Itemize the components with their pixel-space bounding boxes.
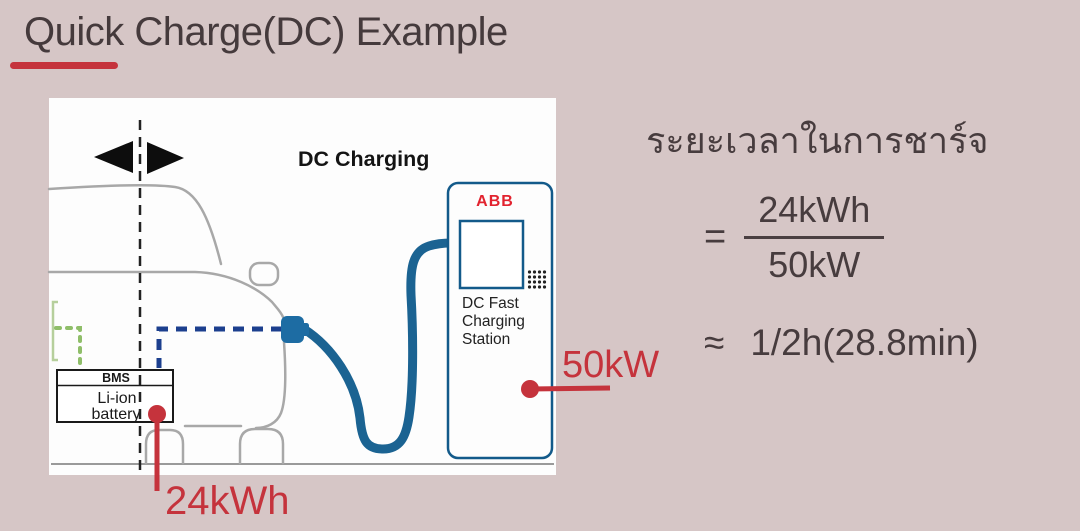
equals-sign: = — [704, 216, 727, 258]
station-power-label: 50kW — [562, 344, 659, 386]
car-hood-line — [47, 270, 285, 319]
charging-connector — [281, 316, 309, 343]
rear-wheel-arch — [144, 428, 185, 465]
diagram-heading: DC Charging — [298, 147, 429, 171]
charging-time-equation: = 24kWh 50kW — [704, 189, 885, 286]
station-screen — [458, 219, 525, 290]
station-label-line1: DC Fast — [462, 295, 520, 312]
approx-sign: ≈ — [704, 322, 725, 363]
dc-dashed-wire — [156, 326, 282, 368]
station-label-line3: Station — [462, 331, 510, 348]
green-port-bracket — [51, 300, 58, 362]
battery-label-line2: battery — [92, 406, 141, 423]
station-label-line2: Charging — [462, 313, 525, 330]
charging-cable — [299, 238, 456, 454]
battery-callout-dot — [148, 405, 166, 423]
green-dotted-wire — [54, 326, 82, 367]
slide-title: Quick Charge(DC) Example — [24, 10, 508, 54]
door-handle — [248, 261, 280, 287]
car-bumper-line — [254, 340, 287, 430]
right-arrow-icon — [147, 142, 184, 174]
car-roof-line — [47, 184, 223, 266]
station-callout-line — [529, 385, 611, 392]
battery-capacity-annotation: 24kWh — [148, 405, 290, 523]
title-underline — [10, 62, 118, 69]
abb-logo: ABB — [476, 193, 514, 210]
bms-label: BMS — [102, 371, 130, 385]
battery-capacity-label: 24kWh — [165, 479, 290, 523]
fraction: 24kWh 50kW — [744, 189, 885, 286]
fraction-denominator: 50kW — [768, 244, 861, 285]
keypad-dots-icon — [527, 270, 547, 289]
result-value: 1/2h(28.8min) — [750, 322, 979, 363]
car-outline — [47, 184, 287, 465]
battery-label-line1: Li-ion — [97, 390, 136, 407]
result-row: ≈ 1/2h(28.8min) — [704, 322, 979, 364]
left-arrow-icon — [94, 141, 133, 173]
fraction-numerator: 24kWh — [744, 189, 885, 239]
charging-time-heading: ระยะเวลาในการชาร์จ — [646, 120, 989, 161]
station-power-annotation: 50kW — [521, 344, 659, 398]
charging-station: ABB DC Fast Charging Station — [446, 181, 554, 460]
front-wheel-arch — [238, 427, 285, 465]
station-callout-dot — [521, 380, 539, 398]
